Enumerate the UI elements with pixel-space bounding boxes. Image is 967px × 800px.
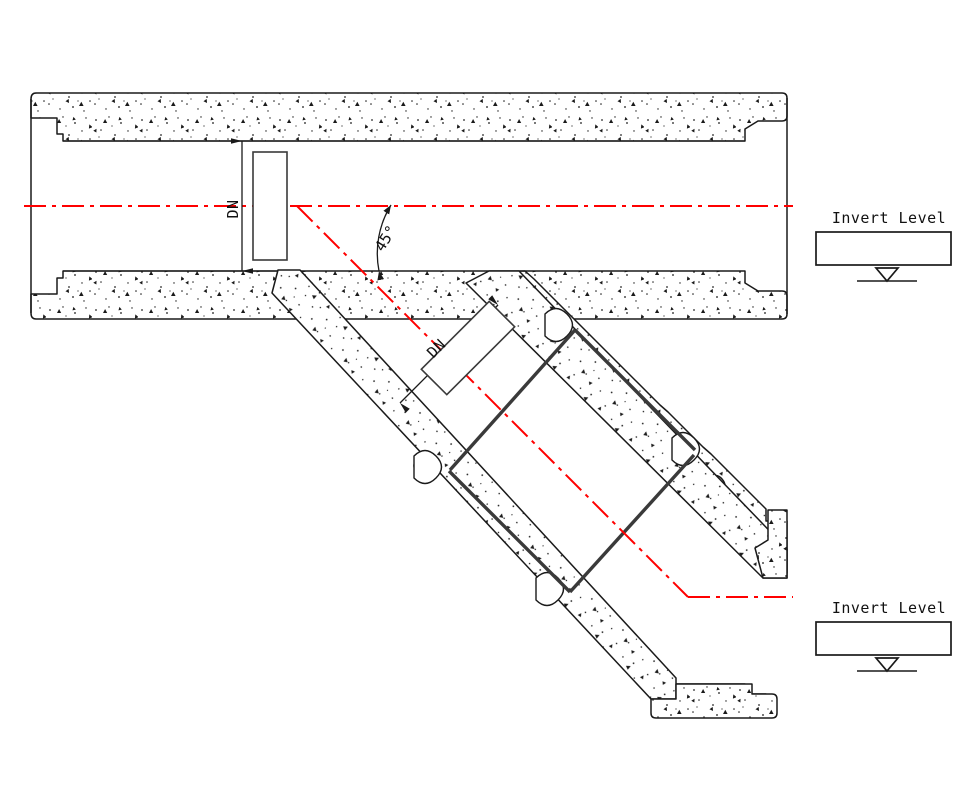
main-pipe-top-wall-profile: [30, 92, 788, 142]
invert-level-lower[interactable]: Invert Level: [815, 599, 952, 673]
branch-socket-bulge-upper: [544, 307, 574, 343]
angle-arc: [376, 204, 392, 281]
dn-label-main: DN: [224, 199, 242, 218]
dn-bore-indicator-main: [252, 151, 288, 261]
invert-level-upper[interactable]: Invert Level: [815, 209, 952, 283]
invert-level-lower-triangle-icon: [874, 657, 900, 673]
main-pipe: [30, 92, 788, 320]
branch-end-steps: [650, 509, 788, 719]
invert-level-lower-box[interactable]: [815, 621, 952, 656]
invert-level-upper-title: Invert Level: [832, 209, 946, 227]
main-pipe-bottom-wall-profile: [30, 270, 788, 320]
invert-level-lower-title: Invert Level: [832, 599, 946, 617]
invert-level-upper-triangle-icon: [874, 267, 900, 283]
joint-lines: [447, 328, 697, 594]
joint-line-long-lower: [447, 469, 572, 594]
invert-level-upper-box[interactable]: [815, 231, 952, 266]
joint-line-upper: [448, 328, 577, 472]
joint-line-long-upper: [573, 328, 697, 452]
branch-end-step-lower: [650, 683, 778, 719]
branch-socket-bulge-lower: [413, 449, 443, 485]
joint-line-lower: [568, 453, 696, 594]
main-pipe-dn-dimension: DN: [224, 138, 288, 274]
branch-end-step-upper: [754, 509, 788, 579]
dn-bore-indicator-branch: [420, 300, 516, 396]
